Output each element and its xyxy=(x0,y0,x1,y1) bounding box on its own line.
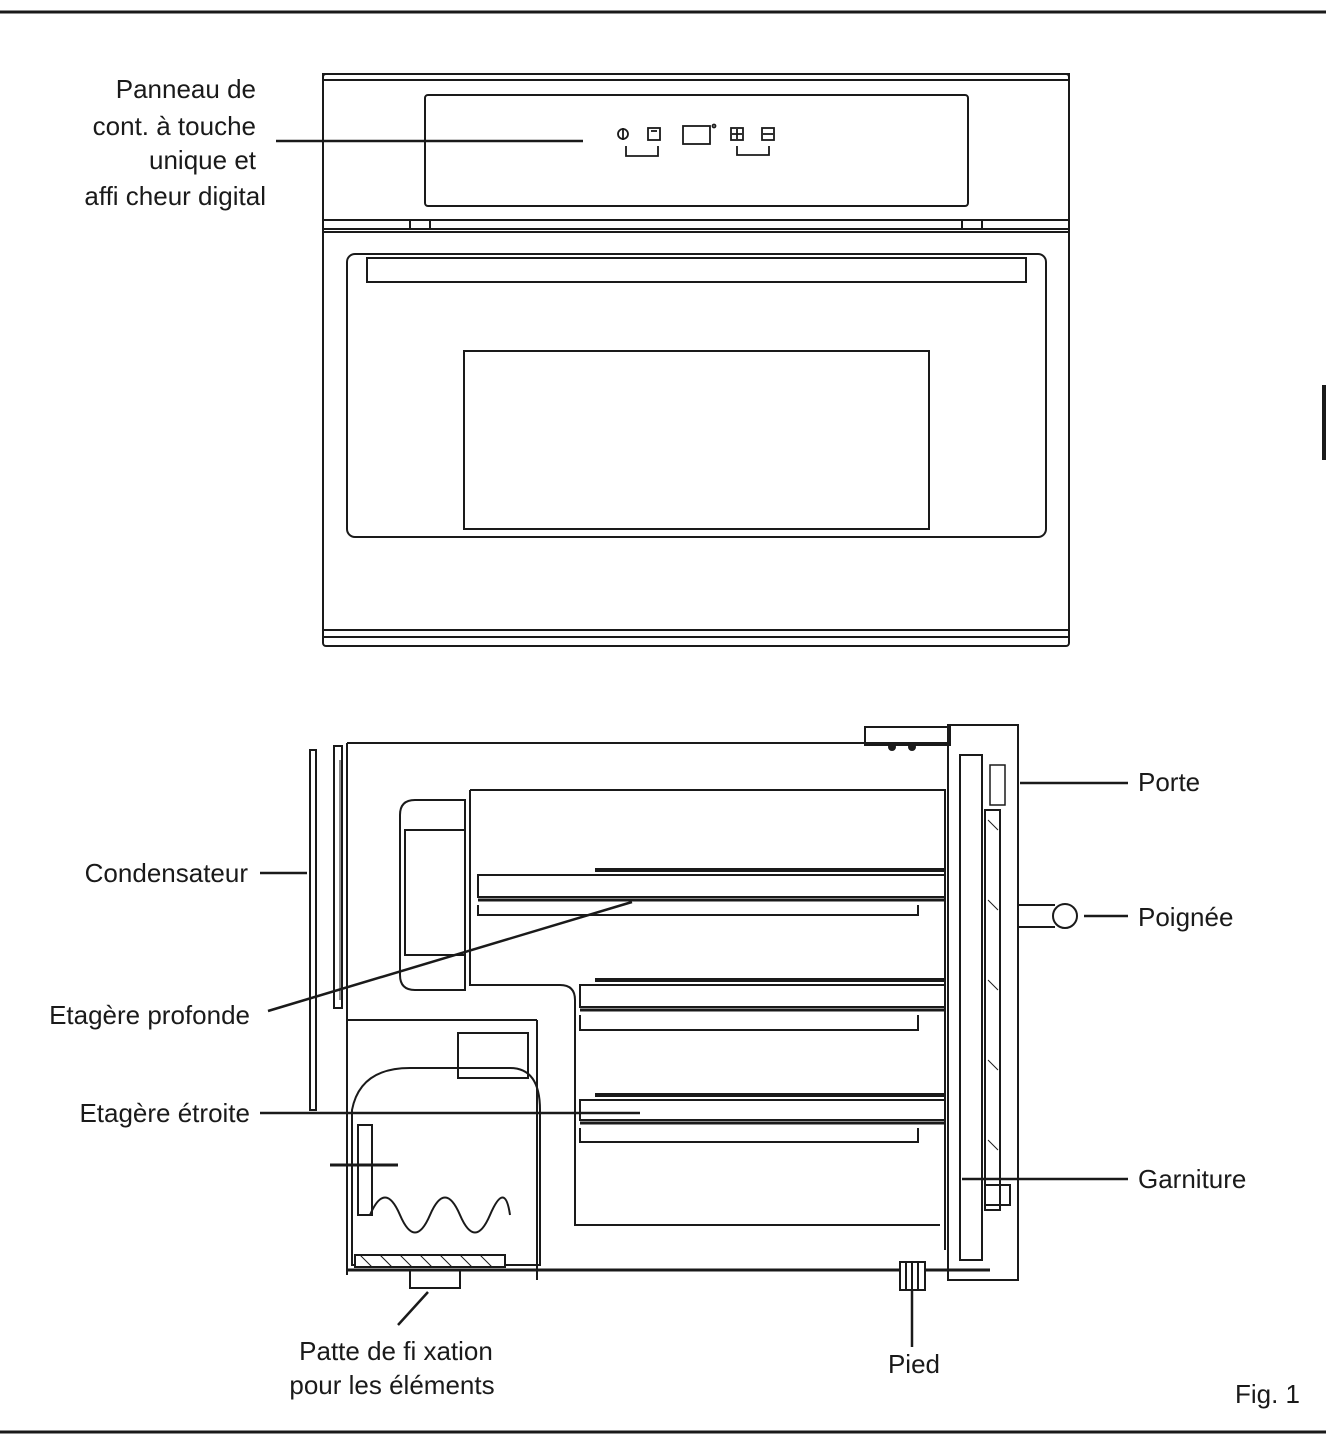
deep-shelf xyxy=(477,868,946,916)
label-etagere-profonde: Etagère profonde xyxy=(49,1000,250,1030)
panel-label-line-3: unique et xyxy=(149,145,257,175)
power-icon[interactable] xyxy=(617,128,629,140)
digital-display-icon xyxy=(682,123,717,145)
right-edge-mark xyxy=(1322,385,1326,460)
panel-label-line-2: cont. à touche xyxy=(93,111,256,141)
label-condensateur: Condensateur xyxy=(85,858,249,888)
door-side xyxy=(947,724,1019,1281)
figure-caption: Fig. 1 xyxy=(1235,1379,1300,1409)
label-patte-line-2: pour les éléments xyxy=(289,1370,494,1400)
leader-lines xyxy=(260,139,1128,1347)
narrow-shelf xyxy=(579,1093,946,1143)
label-porte: Porte xyxy=(1138,767,1200,797)
condenser xyxy=(309,745,343,1111)
foot xyxy=(899,1261,926,1291)
door-window xyxy=(463,350,930,530)
control-buttons xyxy=(617,123,775,157)
middle-shelf xyxy=(579,978,946,1031)
panel-label-line-4: affi cheur digital xyxy=(84,181,266,211)
label-garniture: Garniture xyxy=(1138,1164,1246,1194)
heating-element xyxy=(330,1032,541,1289)
light-button-icon[interactable] xyxy=(647,127,661,141)
plus-icon[interactable] xyxy=(730,127,744,141)
door-front xyxy=(346,253,1047,538)
label-etagere-etroite: Etagère étroite xyxy=(79,1098,250,1128)
label-patte-line-1: Patte de fi xation xyxy=(299,1336,493,1366)
oven-front-view xyxy=(322,73,1070,647)
oven-side-view xyxy=(309,724,1078,1291)
handle xyxy=(1018,903,1078,929)
panel-label-line-1: Panneau de xyxy=(116,74,256,104)
label-pied: Pied xyxy=(888,1349,940,1379)
label-poignee: Poignée xyxy=(1138,902,1233,932)
minus-icon[interactable] xyxy=(761,127,775,141)
